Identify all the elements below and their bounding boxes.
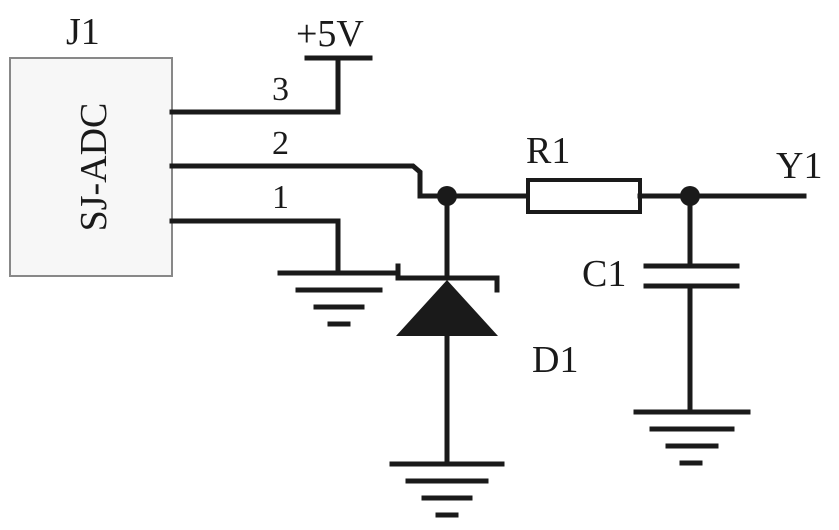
ground-symbol-diode <box>392 464 502 515</box>
pin3-label: 3 <box>272 71 289 108</box>
pin1-label: 1 <box>272 179 289 216</box>
pin2-label: 2 <box>272 125 289 162</box>
ground-symbol-capacitor <box>636 412 748 463</box>
capacitor-c1: C1 <box>582 196 748 463</box>
connector-j1: J1 SJ-ADC <box>10 11 172 276</box>
resistor-ref-label: R1 <box>526 130 570 172</box>
diode-triangle <box>396 280 498 336</box>
connector-part-label: SJ-ADC <box>73 103 115 232</box>
diode-ref-label: D1 <box>532 339 578 381</box>
ground-symbol-pin1 <box>280 273 398 324</box>
diode-d1: D1 <box>392 196 578 515</box>
net-pin3-supply: +5V 3 <box>172 13 370 112</box>
resistor-r1: R1 Y1 <box>526 130 822 212</box>
connector-ref-label: J1 <box>66 11 100 53</box>
net-pin2-signal: 2 <box>172 125 528 206</box>
output-label: Y1 <box>776 145 822 187</box>
capacitor-ref-label: C1 <box>582 253 626 295</box>
supply-label: +5V <box>296 13 364 55</box>
wire-pin3 <box>172 58 338 112</box>
resistor-body <box>528 180 640 212</box>
wire-pin1 <box>172 221 338 273</box>
wire-pin2 <box>172 166 528 196</box>
net-pin1-ground: 1 <box>172 179 398 324</box>
